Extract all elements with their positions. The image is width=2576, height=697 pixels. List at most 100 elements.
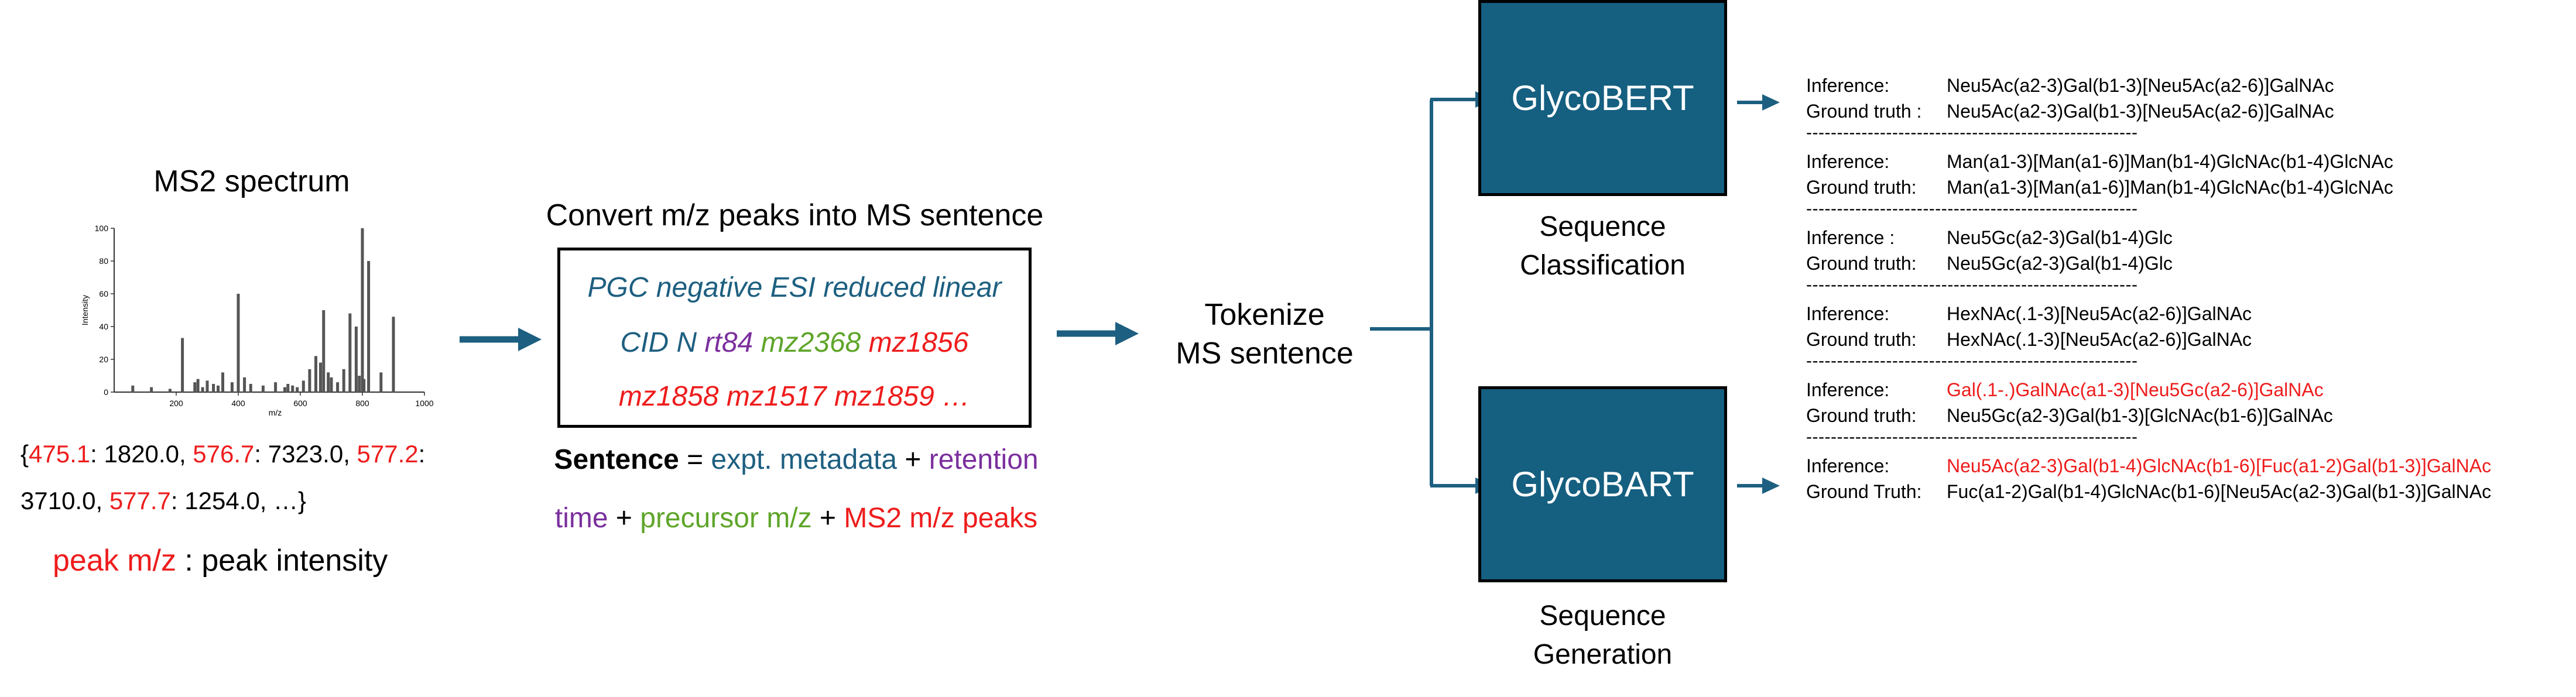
glycobart-caption: Sequence Generation: [1478, 597, 1727, 674]
result-label: Ground Truth:: [1806, 481, 1922, 502]
sentence-line-2-part: mz2368: [761, 327, 869, 358]
peaks-line-2-part: : 1254.0, …}: [170, 487, 307, 514]
glycobart-label: GlycoBART: [1511, 465, 1694, 504]
result-separator: ----------------------------------------…: [1806, 199, 2138, 218]
spectrum-peak: [230, 382, 234, 392]
formula-1-part: Sentence: [554, 444, 679, 475]
tokenize-line-2: MS sentence: [1176, 337, 1354, 370]
spectrum-ytick: 100: [95, 224, 109, 233]
arrow-bart-to-results: [1737, 478, 1780, 494]
inference-line: Inference:Gal(.1-.)GalNAc(a1-3)[Neu5Gc(a…: [1806, 379, 2324, 401]
result-sequence: HexNAc(.1-3)[Neu5Ac(a2-6)]GalNAc: [1947, 303, 2252, 324]
glycobart-caption-2: Generation: [1533, 639, 1673, 670]
glycobart-box: GlycoBART: [1478, 386, 1727, 582]
ground-truth-line: Ground truth:HexNAc(.1-3)[Neu5Ac(a2-6)]G…: [1806, 329, 2252, 351]
spectrum-ytick: 80: [99, 256, 108, 266]
result-label: Inference:: [1806, 151, 1890, 172]
result-separator: ----------------------------------------…: [1806, 275, 2138, 294]
tokenize-label: Tokenize MS sentence: [1147, 296, 1382, 373]
spectrum-peak: [286, 384, 290, 392]
spectrum-xlabel: m/z: [269, 408, 282, 417]
spectrum-peak: [336, 382, 340, 392]
result-separator: ----------------------------------------…: [1806, 427, 2138, 447]
peak-legend-mz: peak m/z: [53, 544, 176, 578]
inference-line: Inference: HexNAc(.1-3)[Neu5Ac(a2-6)]GalN…: [1806, 303, 2252, 325]
spectrum-peak: [131, 385, 135, 392]
arrow-sentence-to-tokenize: [1057, 322, 1139, 345]
arrow-spectrum-to-sentence: [460, 328, 542, 351]
glycobert-caption: Sequence Classification: [1478, 208, 1727, 285]
spectrum-xtick: 1000: [415, 399, 433, 408]
ground-truth-line: Ground truth: Neu5Gc(a2-3)Gal(b1-3)[GlcNA…: [1806, 405, 2333, 427]
spectrum-peak: [243, 377, 246, 392]
peaks-line-1-part: 576.7: [193, 440, 255, 468]
spectrum-xtick: 800: [355, 399, 369, 408]
peaks-line-2-part: 577.7: [109, 487, 171, 514]
result-sequence: Man(a1-3)[Man(a1-6)]Man(b1-4)GlcNAc(b1-4…: [1947, 151, 2393, 172]
peaks-line-1-part: :: [418, 440, 426, 468]
spectrum-peak: [181, 338, 184, 392]
spectrum-peak: [212, 384, 215, 392]
spectrum-peak: [302, 380, 305, 392]
result-label: Inference:: [1806, 75, 1890, 96]
formula-2-part: +: [608, 503, 640, 534]
peaks-line-2-part: 3710.0,: [20, 487, 109, 514]
inference-line: Inference : Neu5Gc(a2-3)Gal(b1-4)Glc: [1806, 227, 2173, 249]
result-label: Ground truth:: [1806, 405, 1917, 426]
spectrum-peak: [201, 387, 204, 392]
result-label: Ground truth :: [1806, 101, 1922, 122]
spectrum-peak: [237, 294, 240, 392]
result-sequence: Neu5Ac(a2-3)Gal(b1-4)GlcNAc(b1-6)[Fuc(a1…: [1947, 455, 2492, 476]
formula-1-part: =: [679, 444, 711, 475]
result-sequence: Gal(.1-.)GalNAc(a1-3)[Neu5Gc(a2-6)]GalNA…: [1947, 379, 2324, 400]
arrow-bert-to-results: [1737, 94, 1780, 111]
result-label: Inference :: [1806, 227, 1895, 248]
glycobart-caption-1: Sequence: [1539, 600, 1666, 631]
result-label: Ground truth:: [1806, 253, 1917, 274]
peaks-line-1-part: {: [20, 440, 29, 468]
spectrum-peak: [354, 327, 358, 392]
glycobert-label: GlycoBERT: [1511, 78, 1694, 118]
formula-2-part: time: [554, 503, 608, 534]
spectrum-peak: [308, 369, 311, 392]
result-sequence: Neu5Ac(a2-3)Gal(b1-3)[Neu5Ac(a2-6)]GalNA…: [1947, 101, 2334, 122]
spectrum-peak: [150, 387, 153, 392]
spectrum-peak: [392, 317, 395, 392]
result-label: Inference:: [1806, 303, 1890, 324]
ground-truth-line: Ground Truth:Fuc(a1-2)Gal(b1-4)GlcNAc(b1…: [1806, 481, 2491, 503]
spectrum-peak: [221, 372, 224, 392]
spectrum-peak: [283, 387, 286, 392]
spectrum-peak: [196, 379, 200, 392]
result-separator: ----------------------------------------…: [1806, 351, 2138, 370]
spectrum-peak: [327, 372, 330, 392]
peaks-line-1-part: 475.1: [29, 440, 91, 468]
result-sequence: Neu5Gc(a2-3)Gal(b1-4)Glc: [1947, 253, 2173, 274]
spectrum-peak: [193, 382, 197, 392]
spectrum-xtick: 600: [293, 399, 307, 408]
inference-line: Inference: Man(a1-3)[Man(a1-6)]Man(b1-4)G…: [1806, 151, 2393, 173]
result-sequence: Neu5Gc(a2-3)Gal(b1-4)Glc: [1947, 227, 2173, 248]
spectrum-ytick: 20: [99, 355, 108, 364]
sentence-title: Convert m/z peaks into MS sentence: [546, 198, 1044, 232]
peaks-line-1-part: : 1820.0,: [90, 440, 193, 468]
spectrum-peak: [367, 261, 371, 392]
sentence-line-2: CID N rt84 mz2368 mz1856: [560, 327, 1029, 359]
peaks-line-2: 3710.0, 577.7: 1254.0, …}: [20, 487, 306, 515]
ground-truth-line: Ground truth: Neu5Gc(a2-3)Gal(b1-4)Glc: [1806, 253, 2173, 274]
glycobert-caption-2: Classification: [1520, 250, 1686, 281]
spectrum-peak: [322, 310, 326, 392]
sentence-line-3: mz1858 mz1517 mz1859 …: [618, 381, 971, 412]
result-label: Ground truth:: [1806, 177, 1917, 198]
spectrum-peak: [330, 377, 333, 392]
peak-legend-intensity: : peak intensity: [176, 544, 388, 578]
spectrum-xtick: 400: [231, 399, 245, 408]
formula-2-part: MS2 m/z peaks: [844, 503, 1038, 534]
formula-1-part: +: [897, 444, 929, 475]
formula-2-part: precursor m/z: [640, 503, 812, 534]
spectrum-peak: [274, 382, 278, 392]
result-sequence: Neu5Gc(a2-3)Gal(b1-3)[GlcNAc(b1-6)]GalNA…: [1947, 405, 2333, 426]
sentence-line-1: PGC negative ESI reduced linear: [587, 272, 1002, 303]
spectrum-peak: [318, 362, 322, 392]
spectrum-peak: [217, 385, 220, 392]
formula-1-part: expt. metadata: [711, 444, 898, 475]
